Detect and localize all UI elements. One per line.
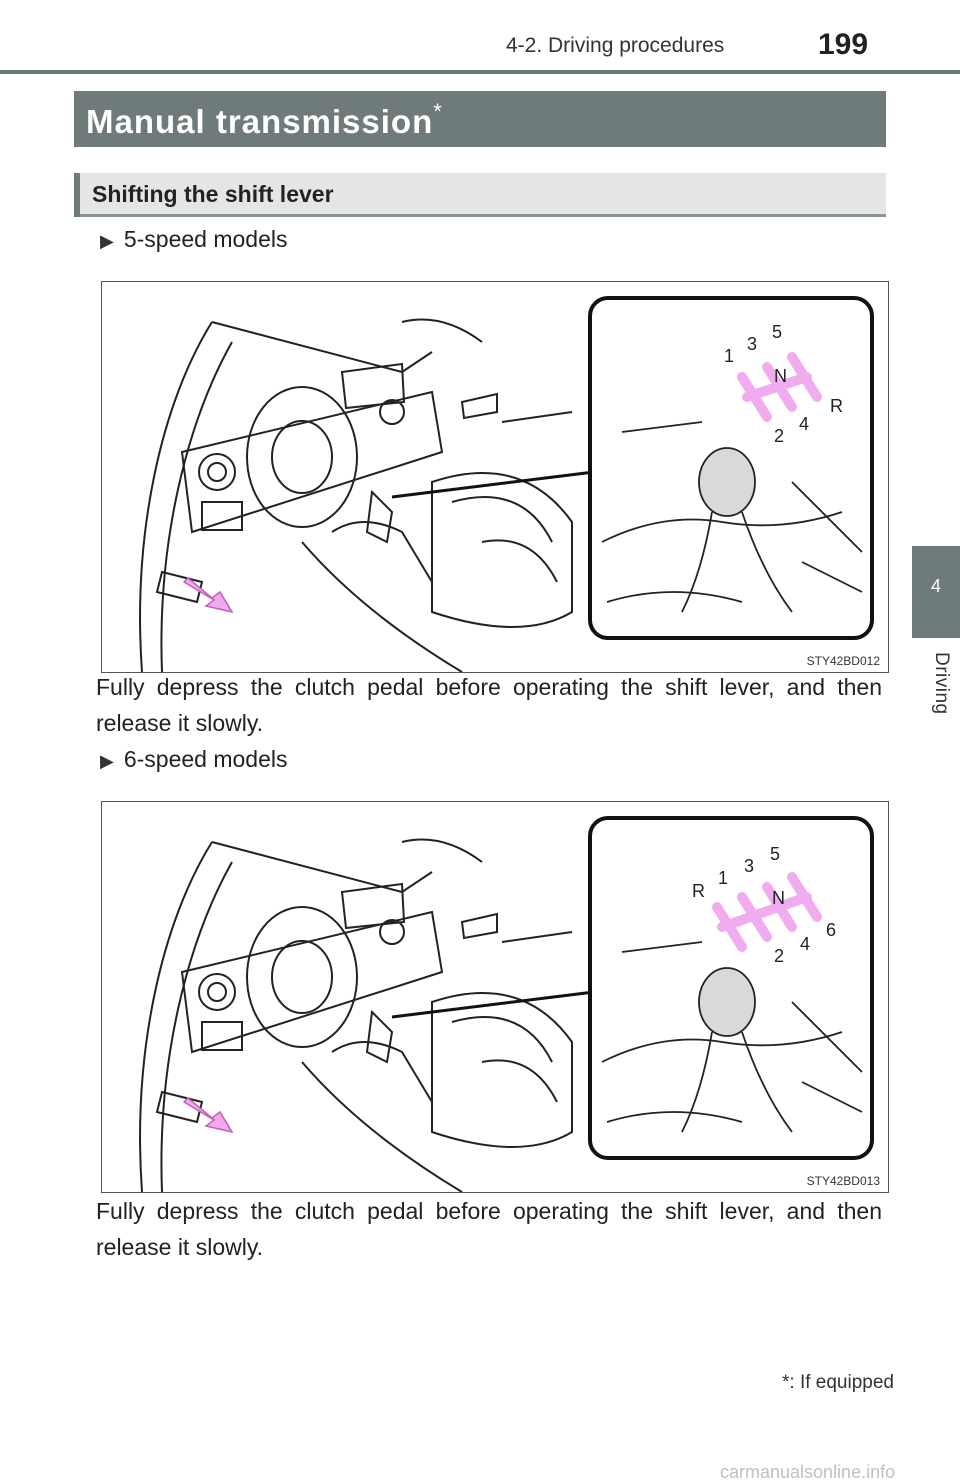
bullet-6-speed: ▶ 6-speed models bbox=[100, 746, 288, 773]
gear-label-1: 1 bbox=[724, 346, 734, 366]
bullet-5-speed: ▶ 5-speed models bbox=[100, 226, 288, 253]
gear-label-2: 2 bbox=[774, 426, 784, 446]
triangle-bullet-icon: ▶ bbox=[100, 751, 114, 771]
page-title: Manual transmission* bbox=[86, 99, 443, 141]
gear-label-4: 4 bbox=[800, 934, 810, 954]
gear-label-5: 5 bbox=[770, 844, 780, 864]
subtitle: Shifting the shift lever bbox=[92, 181, 334, 207]
triangle-bullet-icon: ▶ bbox=[100, 231, 114, 251]
shift-pattern-5-speed: 1 3 5 N 2 4 R bbox=[724, 322, 843, 446]
gear-label-1: 1 bbox=[718, 868, 728, 888]
header-divider bbox=[0, 70, 960, 74]
gear-label-3: 3 bbox=[744, 856, 754, 876]
asterisk-icon: * bbox=[433, 99, 443, 124]
chapter-tab[interactable]: 4 bbox=[912, 546, 960, 638]
gear-label-3: 3 bbox=[747, 334, 757, 354]
figure-code: STY42BD013 bbox=[806, 1174, 880, 1188]
instruction-paragraph: Fully depress the clutch pedal before op… bbox=[96, 1198, 882, 1260]
chapter-number: 4 bbox=[930, 576, 941, 596]
footnote: *: If equipped bbox=[782, 1372, 894, 1393]
page-number: 199 bbox=[818, 28, 869, 61]
title-band: Manual transmission* bbox=[74, 91, 886, 147]
gear-label-5: 5 bbox=[772, 322, 782, 342]
gear-label-r: R bbox=[692, 881, 705, 901]
page-title-text: Manual transmission bbox=[86, 103, 434, 140]
figure-5-speed: 1 3 5 N 2 4 R STY42BD012 bbox=[101, 281, 889, 673]
chapter-label: Driving bbox=[931, 652, 952, 715]
gear-label-2: 2 bbox=[774, 946, 784, 966]
bullet-text: 6-speed models bbox=[123, 746, 288, 772]
subtitle-accent bbox=[74, 173, 80, 217]
figure-code: STY42BD012 bbox=[806, 654, 880, 668]
gear-label-4: 4 bbox=[799, 414, 809, 434]
bullet-text: 5-speed models bbox=[123, 226, 288, 252]
section-heading: 4-2. Driving procedures bbox=[506, 34, 725, 57]
gear-label-n: N bbox=[772, 888, 785, 908]
gear-label-6: 6 bbox=[826, 920, 836, 940]
gear-label-r: R bbox=[830, 396, 843, 416]
shift-pattern-6-speed: R 1 3 5 N 2 4 6 bbox=[692, 844, 836, 966]
figure-6-speed: R 1 3 5 N 2 4 6 STY42BD013 bbox=[101, 801, 889, 1193]
subtitle-band: Shifting the shift lever bbox=[74, 173, 886, 217]
instruction-paragraph: Fully depress the clutch pedal before op… bbox=[96, 674, 882, 736]
watermark[interactable]: carmanualsonline.info bbox=[720, 1462, 896, 1482]
gear-label-n: N bbox=[774, 366, 787, 386]
